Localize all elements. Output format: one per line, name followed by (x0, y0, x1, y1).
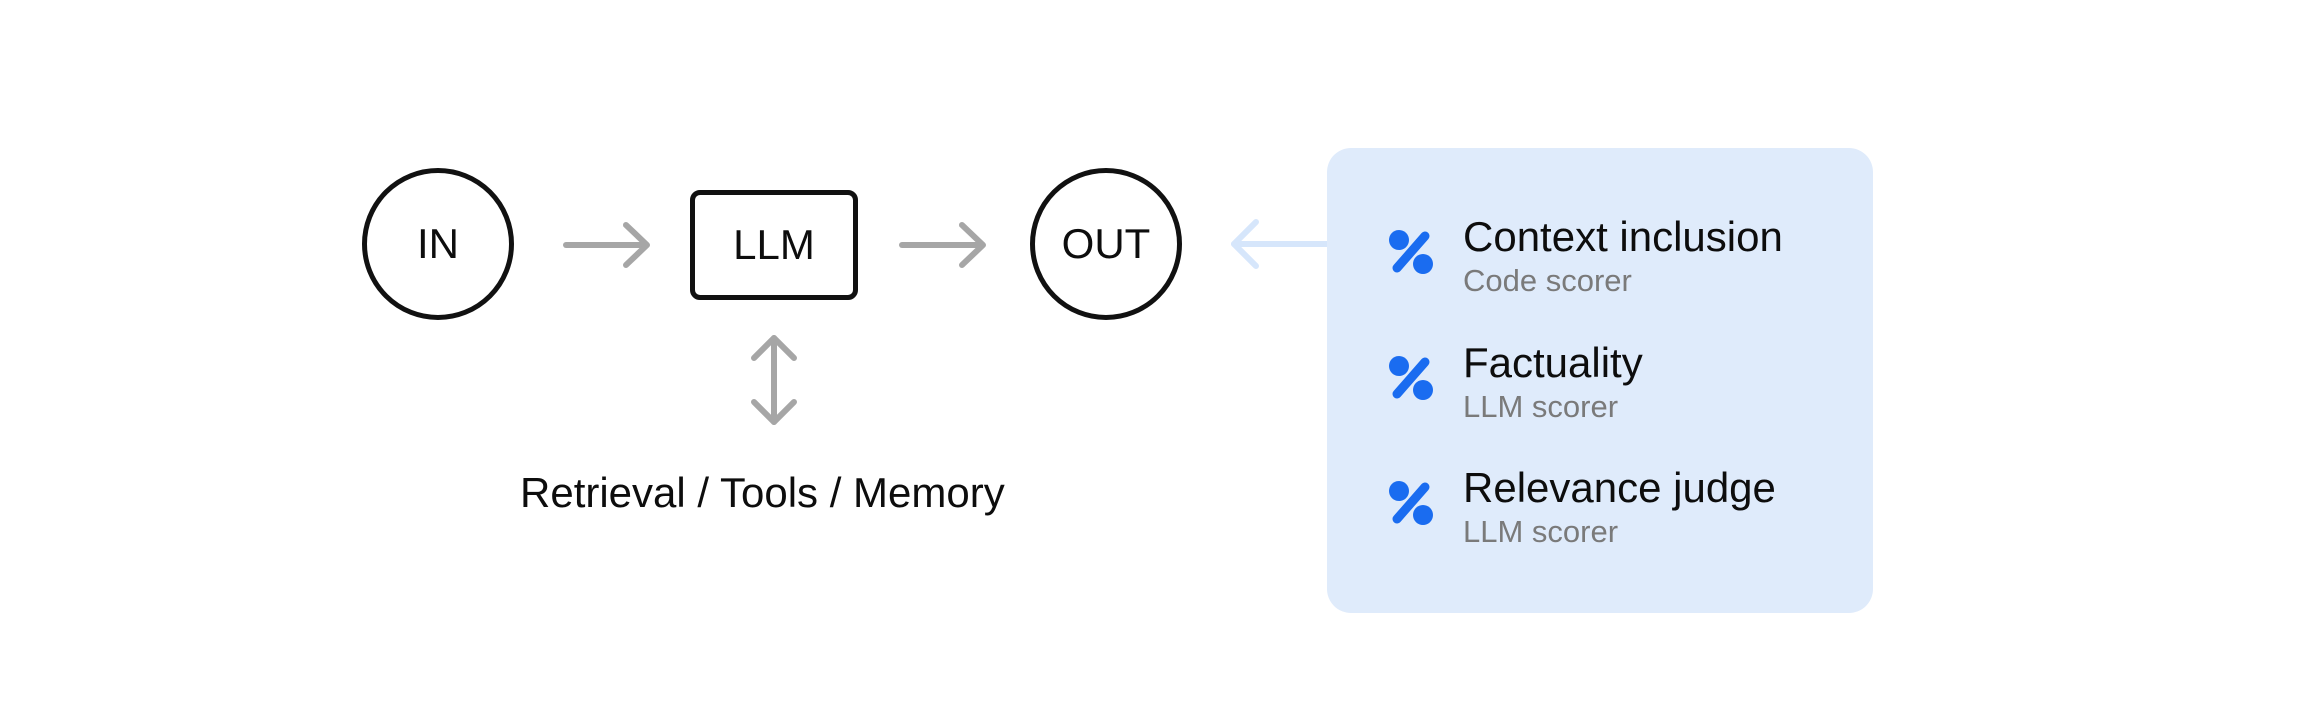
output-node: OUT (1030, 168, 1182, 320)
double-arrow-vertical-icon (751, 335, 797, 425)
scorer-name: Context inclusion (1463, 213, 1783, 260)
scorers-panel: Context inclusion Code scorer Factuality… (1327, 148, 1873, 613)
arrow-right-icon (899, 222, 986, 268)
scorer-type: Code scorer (1463, 263, 1632, 298)
percent-icon (1389, 230, 1433, 274)
scorer-type: LLM scorer (1463, 389, 1619, 424)
input-node: IN (362, 168, 514, 320)
scorer-name: Relevance judge (1463, 464, 1776, 511)
scorer-type: LLM scorer (1463, 514, 1619, 549)
arrow-right-icon (563, 222, 650, 268)
scorer-name: Factuality (1463, 339, 1643, 386)
context-caption: Retrieval / Tools / Memory (520, 469, 1005, 516)
percent-icon (1389, 356, 1433, 400)
arrow-left-icon (1231, 219, 1331, 269)
percent-icon (1389, 481, 1433, 525)
llm-node: LLM (690, 190, 858, 300)
